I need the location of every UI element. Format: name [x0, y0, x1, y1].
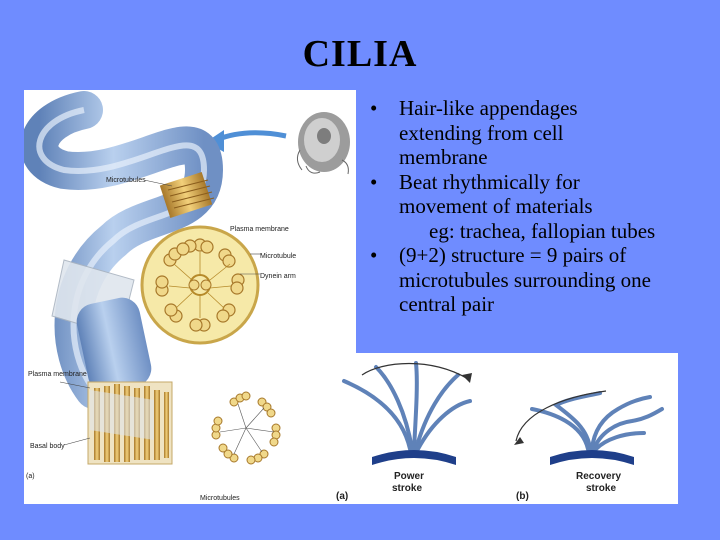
bullet-item: • (9+2) structure = 9 pairs of microtubu…	[366, 243, 706, 317]
label-plasma-membrane-top: Plasma membrane	[230, 226, 289, 233]
bullet-sub-item: eg: trachea, fallopian tubes	[366, 219, 706, 244]
bullet-sub-line: eg: trachea, fallopian tubes	[429, 218, 656, 243]
basal-body-bundle	[87, 381, 173, 465]
bullet-line: Hair-like appendages	[399, 96, 578, 120]
label-microtubules-top: Microtubules	[106, 177, 146, 184]
slide-title: CILIA	[302, 33, 418, 75]
cross-section-9-2	[140, 225, 260, 345]
power-stroke-diagram	[342, 361, 472, 451]
cilia-beat-illustration: Power stroke Recovery stroke (a) (b)	[336, 361, 664, 502]
bullet-line: movement of materials	[399, 194, 593, 218]
bullet-list: • Hair-like appendages extending from ce…	[366, 96, 706, 317]
cilia-beat-figure: Power stroke Recovery stroke (a) (b)	[332, 353, 678, 504]
bullet-item: • Hair-like appendages extending from ce…	[366, 96, 706, 170]
label-dynein-arm: Dynein arm	[260, 273, 296, 280]
bullet-dot: •	[370, 243, 378, 267]
cilium-structure-figure: Microtubules	[24, 90, 356, 504]
microtubules-segment-top	[159, 172, 215, 218]
label-power-stroke-line1: Power	[394, 471, 424, 482]
triplet-ring	[211, 391, 281, 465]
label-panel-b: (b)	[516, 491, 529, 502]
label-panel-a-left: (a)	[26, 473, 35, 480]
power-stroke-arrow	[361, 363, 469, 380]
cell-icon	[296, 112, 350, 175]
label-basal-body: Basal body	[30, 443, 65, 450]
bullet-line: membrane	[399, 145, 488, 169]
label-recovery-stroke-line1: Recovery	[576, 471, 621, 482]
bullet-line: Beat rhythmically for	[399, 169, 580, 194]
bullet-dot: •	[370, 169, 378, 194]
cilium-structure-illustration: Microtubules	[24, 91, 350, 502]
label-microtubule: Microtubule	[260, 253, 296, 260]
cilium-lower-tube	[76, 297, 152, 393]
arrow-icon	[215, 130, 287, 143]
label-microtubules-bottom: Microtubules	[200, 495, 240, 502]
label-panel-a: (a)	[336, 491, 348, 502]
bullet-dot: •	[370, 96, 378, 120]
label-plasma-membrane-bottom: Plasma membrane	[28, 371, 87, 378]
recovery-stroke-arrow	[515, 390, 607, 442]
bullet-line: (9+2) structure = 9 pairs of	[399, 243, 627, 267]
bullet-line: microtubules surrounding one	[399, 267, 651, 292]
label-power-stroke-line2: stroke	[392, 483, 422, 494]
label-recovery-stroke-line2: stroke	[586, 483, 616, 494]
bullet-line: extending from cell	[399, 120, 564, 145]
bullet-item: • Beat rhythmically for movement of mate…	[366, 170, 706, 219]
recovery-stroke-diagram	[530, 391, 664, 451]
bullet-line: central pair	[399, 292, 495, 316]
